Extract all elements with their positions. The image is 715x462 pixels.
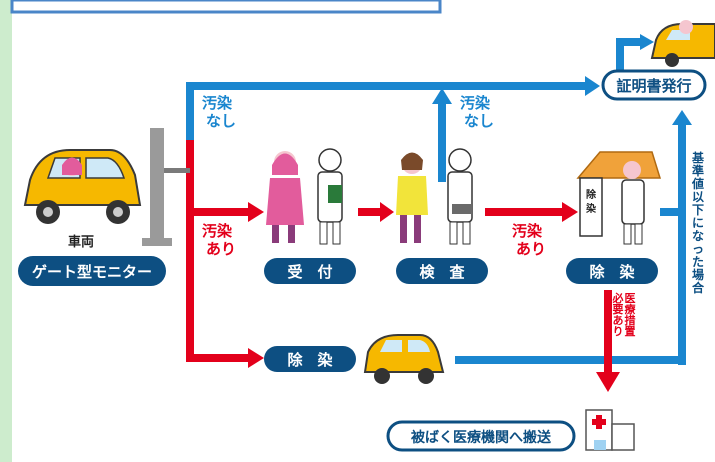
contaminated-label-right-line1: 汚染 [512, 222, 543, 240]
inspection-label: 検 査 [419, 263, 465, 281]
tent-sign-label: 除染 [585, 188, 597, 215]
contaminated-label-left-line2: あり [206, 240, 236, 258]
below-standard-char-9: た [692, 255, 704, 269]
tent-sign-line2: 染 [585, 202, 597, 215]
medical-char-4: 置 [625, 325, 636, 338]
decon-label: 除 染 [589, 263, 635, 281]
medical-char-2: 療 [625, 302, 637, 316]
below-standard-char-1: 基 [691, 150, 705, 165]
below-standard-char-4: 以 [692, 190, 704, 204]
below-standard-char-2: 準 [692, 163, 704, 178]
reception-label: 受 付 [287, 263, 332, 281]
red-arrowheads [248, 202, 620, 392]
reception-person-icon [266, 148, 343, 245]
clean-label-top-line1: 汚染 [202, 94, 233, 112]
medical-needed-label: 医 療 措 置 必 要 あ り [612, 291, 637, 338]
vehicle-car-icon [23, 149, 142, 224]
clean-label-top-line2: なし [206, 112, 236, 130]
red-arrows [186, 140, 612, 372]
gate-monitor-label-box: ゲート型モニター [18, 256, 166, 286]
decon-step: 除 染 [566, 258, 658, 284]
contaminated-label-left-line1: 汚染 [202, 222, 233, 240]
blue-arrowheads [432, 34, 692, 125]
decon-vehicle-step: 除 染 [264, 346, 356, 372]
below-standard-char-7: な [692, 229, 704, 243]
below-standard-label: 基 準 値 以 下 に な っ た 場 合 [691, 150, 705, 295]
below-standard-char-6: に [692, 216, 704, 230]
contaminated-label-left: 汚染あり [202, 222, 236, 258]
below-standard-char-5: 下 [692, 203, 704, 217]
clean-label-top: 汚染なし [202, 94, 236, 130]
decon-vehicle-car-icon [363, 334, 445, 384]
medical-char-1: 医 [625, 292, 636, 305]
hospital-transport-step: 被ばく医療機関へ搬送 [386, 420, 576, 452]
tent-sign-line1: 除 [586, 188, 597, 201]
diagram-panel [12, 0, 715, 462]
contaminated-label-right-line2: あり [516, 240, 546, 258]
clean-label-mid-line2: なし [464, 112, 494, 130]
below-standard-char-11: 合 [692, 280, 705, 295]
inspection-step: 検 査 [396, 258, 488, 284]
gate-monitor-icon [142, 128, 190, 246]
medical-char-8: り [613, 325, 624, 338]
left-border [0, 0, 12, 462]
certificate-to-car-arrow [616, 38, 640, 70]
blue-arrows [186, 38, 686, 365]
reception-step: 受 付 [264, 258, 356, 284]
title-box [10, 0, 442, 14]
clean-route-arrow [186, 82, 585, 140]
vehicle-label: 車両 [68, 234, 94, 250]
below-standard-char-8: っ [692, 242, 704, 256]
clean-label-mid: 汚染なし [460, 94, 494, 130]
gate-monitor-label: ゲート型モニター [32, 263, 152, 281]
medical-char-3: 措 [625, 313, 636, 327]
decon-tent-icon: 除染 [576, 151, 662, 245]
below-standard-char-3: 値 [691, 176, 704, 191]
certificate-label: 証明書発行 [616, 77, 691, 95]
certificate-car-icon [650, 20, 715, 67]
vehicle-decon-red-arrow [186, 212, 248, 362]
hospital-building-icon [585, 409, 635, 451]
medical-char-5: 必 [612, 291, 624, 305]
certificate-step: 証明書発行 [601, 69, 707, 101]
medical-char-7: あ [613, 314, 624, 327]
decon-vehicle-label: 除 染 [287, 351, 333, 369]
clean-label-mid-line1: 汚染 [460, 94, 491, 112]
medical-char-6: 要 [613, 303, 624, 316]
below-standard-char-10: 場 [692, 267, 704, 282]
hospital-transport-label: 被ばく医療機関へ搬送 [411, 429, 552, 446]
inspection-person-icon [396, 148, 473, 245]
contaminated-label-right: 汚染あり [512, 222, 546, 258]
